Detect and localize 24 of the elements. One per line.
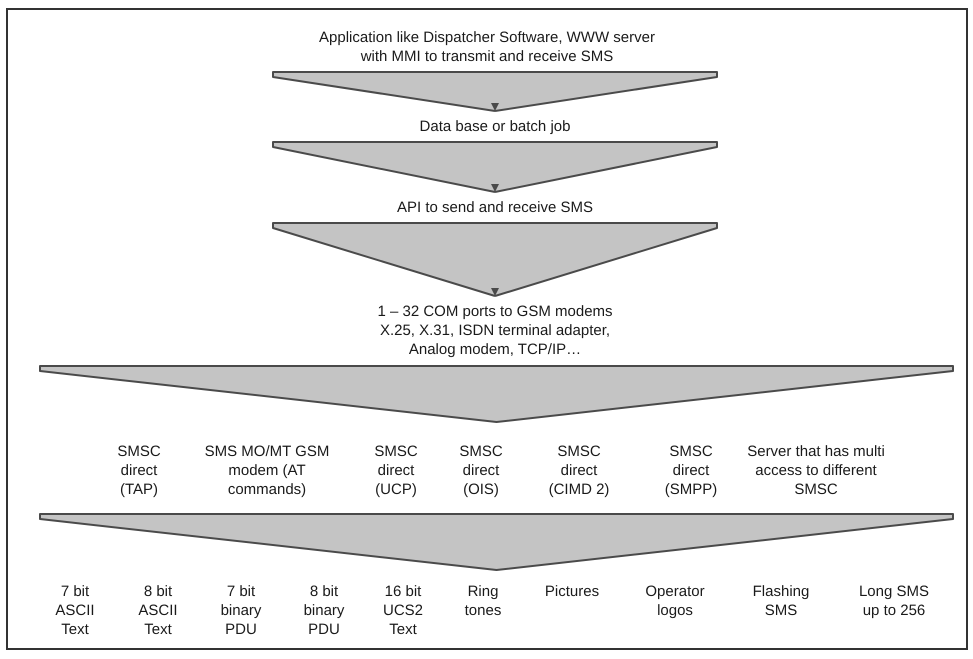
node-text: 7 bit ASCII Text	[54, 582, 96, 639]
node-text: SMS MO/MT GSM modem (AT commands)	[204, 442, 330, 499]
node-text: 7 bit binary PDU	[220, 582, 262, 639]
node-text: Long SMS up to 256	[858, 582, 930, 620]
node-text: 8 bit binary PDU	[302, 582, 346, 639]
node-text: Ring tones	[464, 582, 502, 620]
node-text: 8 bit ASCII Text	[137, 582, 179, 639]
funnel-arrow	[272, 141, 718, 193]
node-text: API to send and receive SMS	[397, 198, 593, 217]
node-text: Server that has multi access to different SMSC	[746, 442, 886, 499]
funnel-arrow	[272, 222, 718, 297]
node-text: Flashing SMS	[752, 582, 810, 620]
node-text: SMSC direct (SMPP)	[664, 442, 718, 499]
node-text: 1 – 32 COM ports to GSM modems X.25, X.31, ISDN terminal adapter, Analog modem, TCP/IP…	[376, 302, 614, 359]
node-text: 16 bit UCS2 Text	[382, 582, 424, 639]
node-text: Application like Dispatcher Software, WWW server with MMI to transmit and receive SMS	[318, 28, 656, 66]
node-text: SMSC direct (TAP)	[116, 442, 162, 499]
node-text: SMSC direct (CIMD 2)	[548, 442, 610, 499]
node-text: Pictures	[544, 582, 600, 601]
node-text: Data base or batch job	[420, 117, 570, 136]
funnel-arrow	[272, 71, 718, 112]
node-text: SMSC direct (OIS)	[458, 442, 504, 499]
node-text: Operator logos	[644, 582, 706, 620]
node-text: SMSC direct (UCP)	[373, 442, 419, 499]
